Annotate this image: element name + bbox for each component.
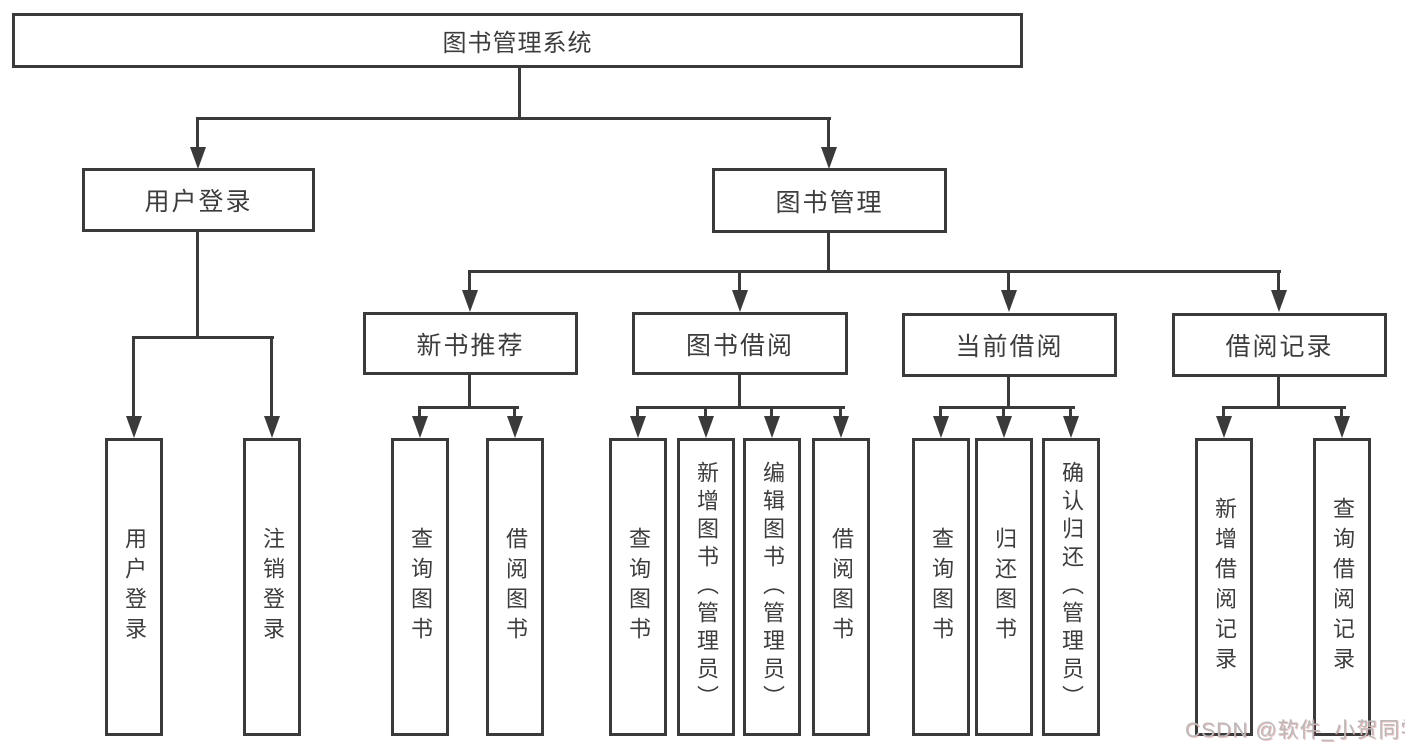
connector-line	[636, 406, 639, 418]
leaf-query-borrow-record: 查询借阅记录	[1313, 438, 1371, 736]
connector-line	[1277, 375, 1280, 408]
arrow-down-icon	[1334, 416, 1350, 438]
arrow-down-icon	[933, 416, 949, 438]
connector-line	[770, 406, 773, 418]
connector-line	[513, 406, 516, 418]
node-book-borrowing: 图书借阅	[632, 312, 848, 375]
arrow-down-icon	[1001, 290, 1017, 312]
leaf-borrow-books-recommend: 借阅图书	[486, 438, 544, 736]
leaf-query-books-borrowing: 查询图书	[609, 438, 667, 736]
arrow-down-icon	[764, 416, 780, 438]
leaf-logout-login: 注销登录	[243, 438, 301, 736]
arrow-down-icon	[821, 147, 837, 169]
connector-line	[132, 336, 135, 418]
connector-line	[196, 117, 831, 120]
leaf-borrow-books-borrowing: 借阅图书	[812, 438, 870, 736]
arrow-down-icon	[732, 290, 748, 312]
arrow-down-icon	[126, 416, 142, 438]
csdn-watermark: CSDN @软件_小贺同学	[1185, 719, 1405, 742]
connector-line	[1007, 270, 1010, 292]
connector-line	[1002, 406, 1005, 418]
connector-line	[738, 270, 741, 292]
connector-line	[468, 270, 471, 292]
leaf-user-login: 用户登录	[105, 438, 163, 736]
connector-line	[1277, 270, 1280, 292]
connector-line	[196, 230, 199, 338]
connector-line	[636, 406, 845, 409]
node-user-login: 用户登录	[82, 168, 315, 232]
arrow-down-icon	[698, 416, 714, 438]
arrow-down-icon	[1271, 290, 1287, 312]
connector-line	[518, 66, 521, 120]
connector-line	[418, 406, 421, 418]
arrow-down-icon	[412, 416, 428, 438]
connector-line	[468, 373, 471, 408]
arrow-down-icon	[507, 416, 523, 438]
arrow-down-icon	[833, 416, 849, 438]
node-library-management-system: 图书管理系统	[12, 13, 1023, 68]
connector-line	[839, 406, 842, 418]
leaf-return-books: 归还图书	[975, 438, 1033, 736]
leaf-add-borrow-record: 新增借阅记录	[1195, 438, 1253, 736]
connector-line	[738, 373, 741, 408]
connector-line	[827, 231, 830, 272]
arrow-down-icon	[630, 416, 646, 438]
connector-line	[1007, 375, 1010, 408]
connector-line	[196, 117, 199, 149]
arrow-down-icon	[1063, 416, 1079, 438]
leaf-query-books-recommend: 查询图书	[391, 438, 449, 736]
leaf-query-books-current: 查询图书	[912, 438, 970, 736]
arrow-down-icon	[996, 416, 1012, 438]
arrow-down-icon	[462, 290, 478, 312]
arrow-down-icon	[190, 147, 206, 169]
connector-line	[418, 406, 519, 409]
connector-line	[468, 270, 1281, 273]
node-current-borrowing: 当前借阅	[902, 313, 1117, 377]
arrow-down-icon	[264, 416, 280, 438]
leaf-edit-books-admin: 编辑图书（管理员）	[743, 438, 801, 736]
connector-line	[939, 406, 1075, 409]
connector-line	[939, 406, 942, 418]
connector-line	[827, 117, 830, 149]
connector-line	[132, 336, 274, 339]
connector-line	[1340, 406, 1343, 418]
connector-line	[1069, 406, 1072, 418]
node-book-management: 图书管理	[712, 168, 947, 233]
node-borrowing-records: 借阅记录	[1172, 313, 1387, 377]
node-new-book-recommendation: 新书推荐	[363, 312, 578, 375]
connector-line	[704, 406, 707, 418]
arrow-down-icon	[1216, 416, 1232, 438]
leaf-add-books-admin: 新增图书（管理员）	[677, 438, 735, 736]
connector-line	[270, 336, 273, 418]
leaf-confirm-return-admin: 确认归还（管理员）	[1042, 438, 1100, 736]
connector-line	[1222, 406, 1225, 418]
connector-line	[1222, 406, 1346, 409]
